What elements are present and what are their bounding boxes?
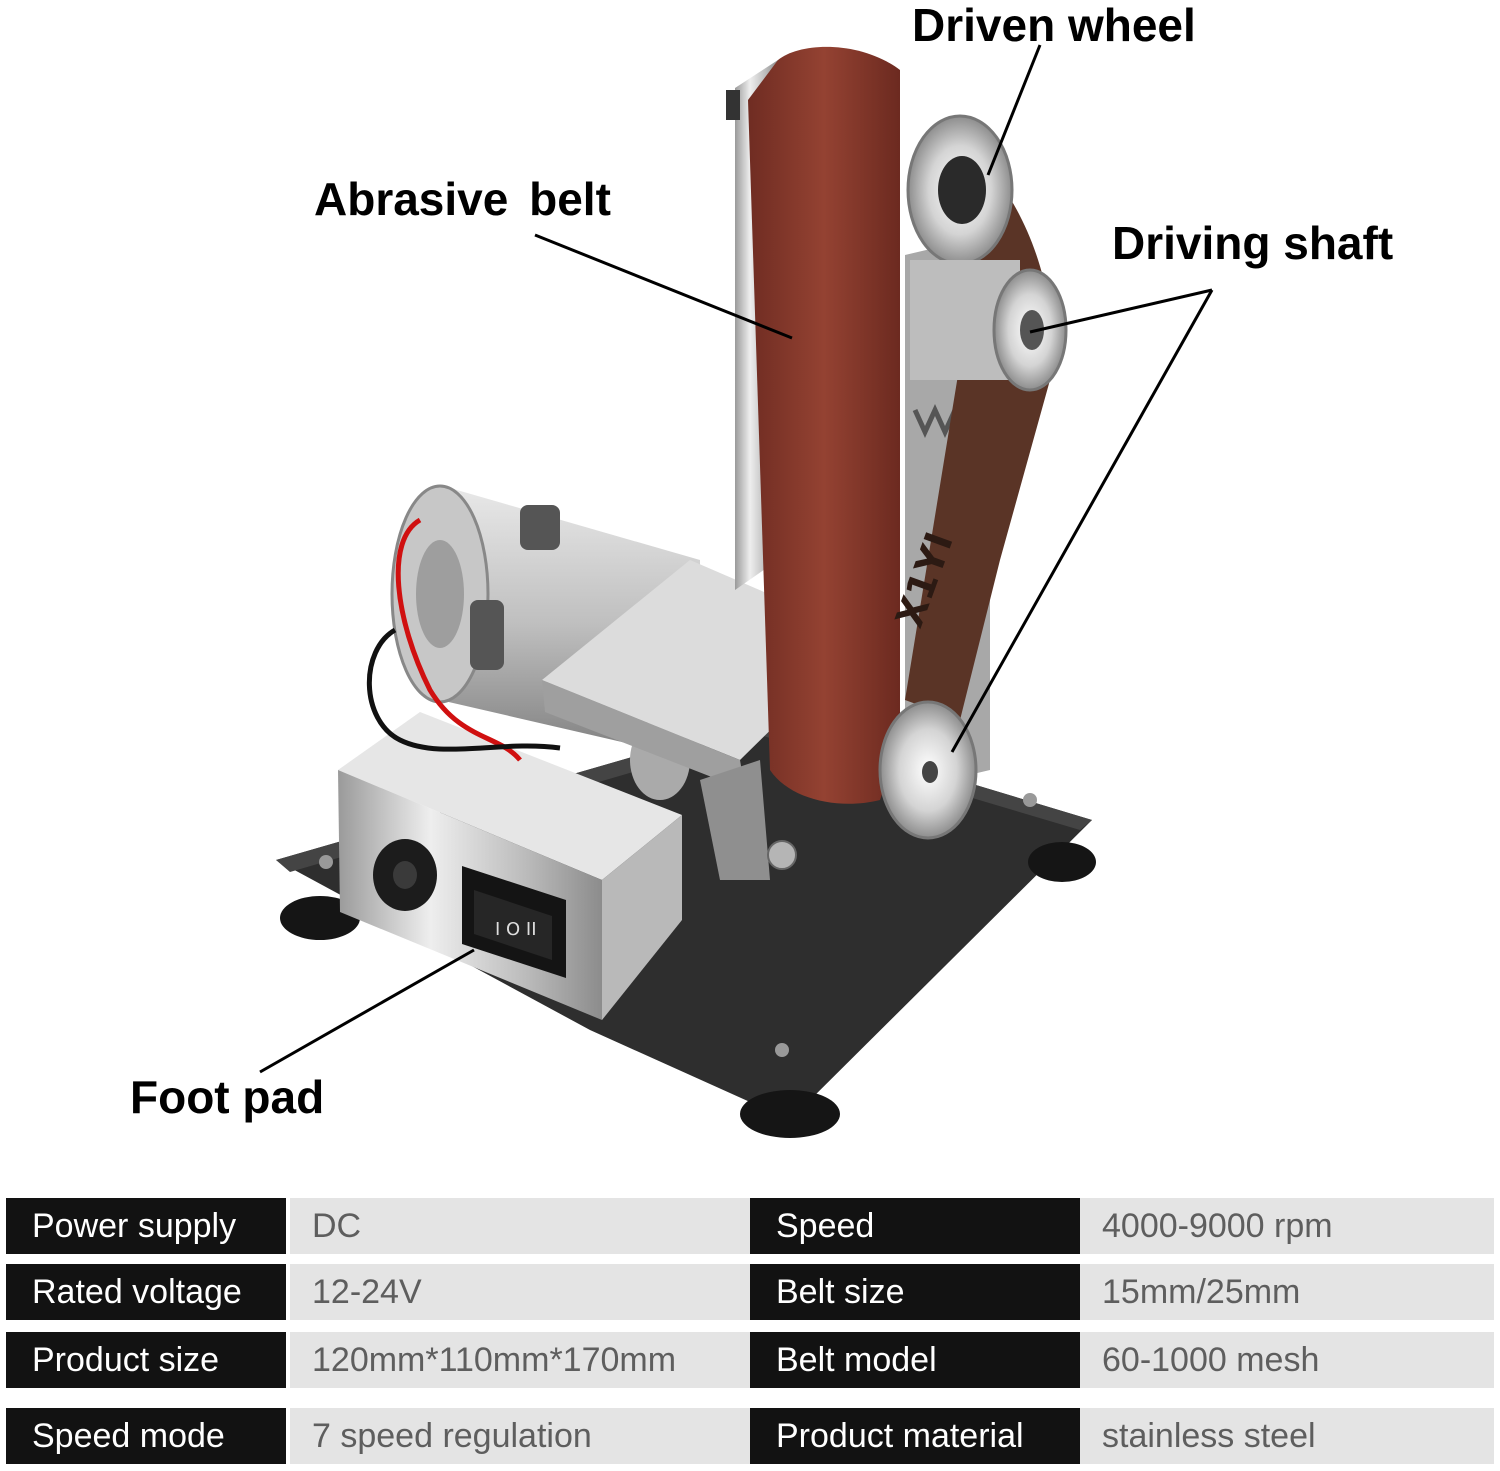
- motor-wires: [366, 517, 561, 762]
- spec-value: DC: [290, 1198, 750, 1254]
- spec-label: Belt size: [750, 1264, 1080, 1320]
- motor: [390, 484, 700, 800]
- spec-label: Power supply: [6, 1198, 286, 1254]
- callout-foot-pad: Foot pad: [130, 1071, 325, 1123]
- speed-switch[interactable]: I O II: [462, 866, 566, 978]
- callout-driving-shaft: Driving shaft: [1112, 217, 1394, 269]
- spec-label: Speed: [750, 1198, 1080, 1254]
- spec-value: 120mm*110mm*170mm: [290, 1332, 750, 1388]
- spec-label: Product size: [6, 1332, 286, 1388]
- spec-value: stainless steel: [1080, 1408, 1494, 1464]
- lower-wheel: [878, 700, 978, 840]
- tension-spring: [912, 403, 958, 439]
- spec-label: Speed mode: [6, 1408, 286, 1464]
- spec-label: Belt model: [750, 1332, 1080, 1388]
- driving-shaft: [910, 260, 1068, 392]
- spec-row: Speed mode 7 speed regulation Product ma…: [6, 1408, 1494, 1464]
- belt-sander-illustration: I O II X1YI: [259, 44, 1214, 1138]
- spec-row: Power supply DC Speed 4000-9000 rpm: [6, 1198, 1494, 1254]
- spec-value: 60-1000 mesh: [1080, 1332, 1494, 1388]
- leader-lines: [259, 44, 1214, 1074]
- callout-driven-wheel: Driven wheel: [912, 0, 1196, 51]
- driven-wheel: [906, 114, 1014, 266]
- spec-row: Rated voltage 12-24V Belt size 15mm/25mm: [6, 1264, 1494, 1320]
- spec-value: 15mm/25mm: [1080, 1264, 1494, 1320]
- power-jack: [373, 839, 437, 911]
- spec-value: 7 speed regulation: [290, 1408, 750, 1464]
- callout-abrasive-belt: Abrasive belt: [314, 173, 611, 225]
- spec-row: Product size 120mm*110mm*170mm Belt mode…: [6, 1332, 1494, 1388]
- spec-label: Rated voltage: [6, 1264, 286, 1320]
- spec-value: 4000-9000 rpm: [1080, 1198, 1494, 1254]
- foot-pads: [280, 842, 1096, 1138]
- svg-text:I O II: I O II: [495, 919, 537, 940]
- spec-label: Product material: [750, 1408, 1080, 1464]
- spec-value: 12-24V: [290, 1264, 750, 1320]
